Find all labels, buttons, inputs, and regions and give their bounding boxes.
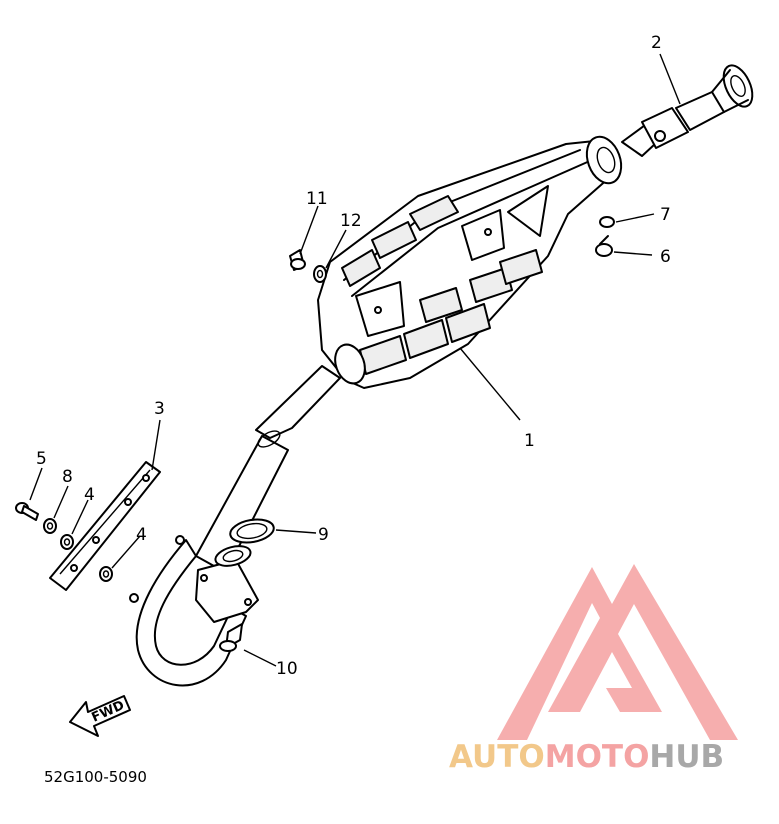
fwd-arrow-icon: FWD [69, 695, 131, 737]
gasket-part-9 [229, 518, 275, 544]
callout-12: 12 [340, 211, 362, 231]
bolt-part-5 [15, 502, 39, 521]
washer-part-8 [43, 518, 57, 534]
leader-lines [29, 53, 681, 667]
bolt-part-6 [595, 235, 613, 257]
callout-2: 2 [651, 33, 662, 53]
callout-10: 10 [276, 659, 298, 679]
exhaust-flange [195, 545, 259, 623]
watermark-hub: HUB [649, 739, 724, 775]
callout-3: 3 [154, 399, 165, 419]
washer-part-7 [599, 216, 615, 228]
callout-4-upper: 4 [84, 485, 95, 505]
svg-text:AUTOMOTOHUB: AUTOMOTOHUB [449, 739, 724, 775]
washer-part-4-upper [60, 534, 74, 550]
callout-9: 9 [318, 525, 329, 545]
callout-4-lower: 4 [136, 525, 147, 545]
watermark-moto: MOTO [545, 739, 650, 775]
exhaust-pipe [129, 365, 341, 687]
bolt-part-10 [219, 623, 243, 652]
watermark-text: AUTOMOTOHUB [449, 739, 724, 775]
watermark-logo-mark [497, 564, 738, 740]
washer-part-12 [313, 265, 327, 283]
spark-arrester-part-2 [621, 64, 754, 157]
protector-plate-part-3 [49, 461, 161, 591]
watermark-auto: AUTO [449, 739, 545, 775]
washer-part-4-lower [99, 566, 113, 582]
bolt-part-11 [289, 249, 306, 271]
callout-5: 5 [36, 449, 47, 469]
callout-6: 6 [660, 247, 671, 267]
callout-1: 1 [524, 431, 535, 451]
drawing-code: 52G100-5090 [44, 768, 147, 786]
callout-7: 7 [660, 205, 671, 225]
callout-labels: 1 2 3 4 4 5 6 7 8 9 10 11 12 [36, 33, 671, 679]
callout-11: 11 [306, 189, 328, 209]
muffler-part-1 [317, 135, 623, 389]
callout-8: 8 [62, 467, 73, 487]
